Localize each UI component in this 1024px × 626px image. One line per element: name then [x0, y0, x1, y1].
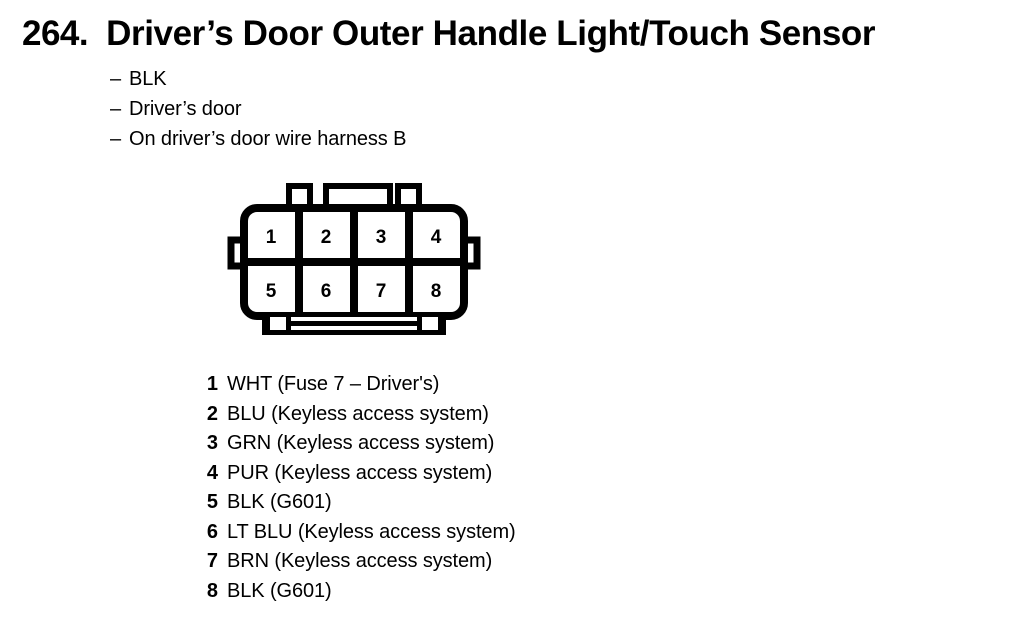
pin-number: 2 [321, 227, 332, 248]
legend-pin-description: LT BLU (Keyless access system) [227, 520, 516, 543]
legend-pin-description: BRN (Keyless access system) [227, 550, 493, 572]
legend-item: 8 BLK (G601) [196, 577, 516, 607]
dash-icon: – [110, 98, 122, 120]
legend-pin-description: PUR (Keyless access system) [227, 461, 493, 484]
connector-pin-labels-bottom: 5 6 7 8 [266, 281, 442, 302]
legend-pin-description: BLK (G601) [227, 491, 332, 513]
section-title: Driver’s Door Outer Handle Light/Touch S… [106, 14, 876, 53]
connector-column-dividers [295, 212, 413, 312]
connector-diagram: 1 2 3 4 5 6 7 8 [215, 183, 505, 338]
note-item: – Driver’s door [110, 94, 406, 124]
note-item: – BLK [110, 64, 406, 94]
notes-list: – BLK – Driver’s door – On driver’s door… [110, 64, 406, 154]
dash-icon: – [110, 68, 122, 90]
legend-pin-number: 4 [206, 461, 218, 484]
note-text: BLK [129, 68, 167, 90]
pin-number: 1 [266, 227, 277, 248]
legend-pin-number: 5 [206, 491, 218, 513]
pin-number: 4 [431, 227, 442, 248]
legend-pin-number: 6 [206, 520, 218, 543]
pin-number: 5 [266, 281, 277, 302]
page-title: 264. Driver’s Door Outer Handle Light/To… [22, 14, 875, 54]
legend-pin-number: 3 [206, 432, 218, 454]
pin-number: 7 [376, 281, 387, 302]
legend-item: 7 BRN (Keyless access system) [196, 547, 516, 577]
legend-pin-number: 1 [206, 373, 218, 395]
connector-svg: 1 2 3 4 5 6 7 8 [227, 183, 481, 335]
legend-item: 5 BLK (G601) [196, 488, 516, 518]
note-text: On driver’s door wire harness B [129, 128, 407, 150]
note-text: Driver’s door [129, 98, 242, 120]
note-item: – On driver’s door wire harness B [110, 124, 406, 154]
legend-pin-number: 2 [206, 402, 218, 425]
pin-legend: 1 WHT (Fuse 7 – Driver's) 2 BLU (Keyless… [196, 370, 516, 606]
dash-icon: – [110, 128, 122, 150]
section-number: 264. [22, 14, 89, 53]
legend-item: 4 PUR (Keyless access system) [196, 459, 516, 489]
pin-number: 8 [431, 281, 442, 302]
pin-number: 6 [321, 281, 332, 302]
connector-bottom-rail [262, 312, 446, 335]
legend-pin-description: GRN (Keyless access system) [227, 432, 495, 454]
connector-pin-labels-top: 1 2 3 4 [266, 227, 442, 248]
legend-item: 2 BLU (Keyless access system) [196, 400, 516, 430]
legend-item: 3 GRN (Keyless access system) [196, 429, 516, 459]
legend-pin-description: WHT (Fuse 7 – Driver's) [227, 373, 440, 395]
legend-pin-description: BLK (G601) [227, 579, 332, 602]
legend-item: 1 WHT (Fuse 7 – Driver's) [196, 370, 516, 400]
pin-number: 3 [376, 227, 387, 248]
legend-pin-number: 7 [206, 550, 218, 572]
legend-pin-description: BLU (Keyless access system) [227, 402, 489, 425]
legend-pin-number: 8 [206, 579, 218, 602]
legend-item: 6 LT BLU (Keyless access system) [196, 518, 516, 548]
